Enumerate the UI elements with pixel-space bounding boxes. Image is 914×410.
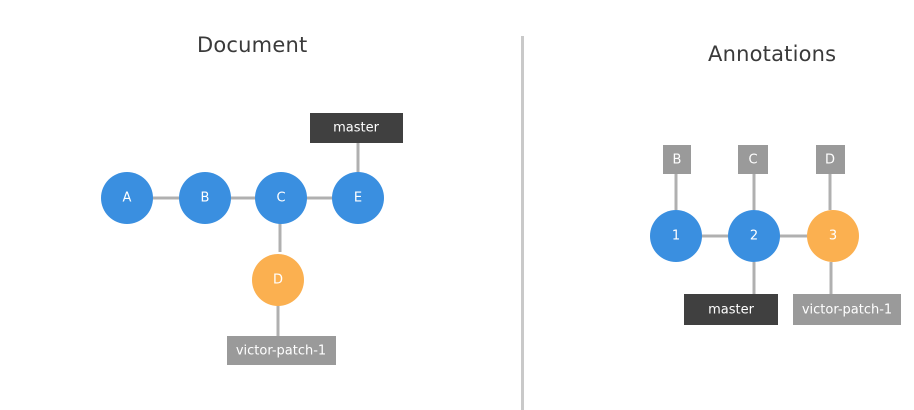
commit-node-e-label: E [354,191,362,206]
annotation-node-3-label: 3 [829,229,837,244]
annotation-master-label[interactable]: master [684,294,778,325]
annotation-tag-b[interactable]: B [663,145,691,174]
document-master-label-text: master [333,121,379,136]
document-branch-label[interactable]: victor-patch-1 [227,336,336,365]
annotation-master-label-text: master [708,303,754,318]
commit-node-d[interactable]: D [252,254,304,306]
commit-node-c-label: C [276,191,285,206]
commit-node-b-label: B [201,191,210,206]
document-title: Document [197,33,308,57]
commit-node-e[interactable]: E [332,172,384,224]
annotation-tag-c[interactable]: C [738,145,768,174]
document-master-label[interactable]: master [310,113,403,143]
annotation-connectors [674,174,833,294]
annotation-tag-c-text: C [748,153,757,168]
annotations-title: Annotations [708,42,837,66]
document-branch-label-text: victor-patch-1 [236,344,326,359]
commit-node-c[interactable]: C [255,172,307,224]
annotation-node-3[interactable]: 3 [807,210,859,262]
panel-divider [521,36,524,410]
annotation-tag-d-text: D [825,153,835,168]
annotation-branch-label-text: victor-patch-1 [802,303,892,318]
commit-node-d-label: D [273,273,283,288]
commit-node-b[interactable]: B [179,172,231,224]
commit-node-a-label: A [123,191,132,206]
annotation-node-1-label: 1 [672,229,680,244]
annotation-tag-d[interactable]: D [816,145,845,174]
annotation-node-1[interactable]: 1 [650,210,702,262]
annotation-branch-label[interactable]: victor-patch-1 [793,294,901,325]
annotation-node-2[interactable]: 2 [728,210,780,262]
annotation-node-2-label: 2 [750,229,758,244]
annotation-tag-b-text: B [673,153,682,168]
document-connectors [152,143,360,336]
commit-node-a[interactable]: A [101,172,153,224]
